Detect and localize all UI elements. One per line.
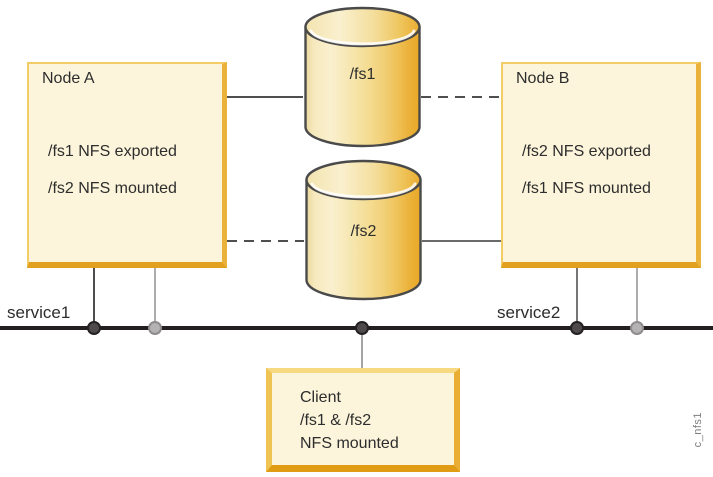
figure-caption: c_nfs1	[692, 412, 704, 448]
fs1-disk-label: /fs1	[349, 66, 376, 83]
node-a-title: Node A	[42, 70, 95, 87]
service1-label: service1	[7, 303, 71, 322]
node-b-bus-link-2	[636, 268, 638, 326]
fs2-disk-label: /fs2	[350, 223, 377, 240]
node-a-mount-text: /fs2 NFS mounted	[48, 180, 177, 197]
node-a-export-text: /fs1 NFS exported	[48, 143, 177, 160]
connector-fs1-node-b-dashed	[421, 96, 501, 98]
node-a-box: Node A /fs1 NFS exported /fs2 NFS mounte…	[27, 62, 227, 268]
bus-dot-node-b-1	[570, 321, 584, 335]
client-mount-text: NFS mounted	[300, 435, 399, 452]
node-a-bus-link-1	[93, 268, 95, 326]
client-text: Client /fs1 & /fs2 NFS mounted	[300, 386, 399, 455]
bus-dot-client	[355, 321, 369, 335]
node-b-mount-text: /fs1 NFS mounted	[522, 180, 651, 197]
service2-label: service2	[497, 303, 561, 322]
client-box: Client /fs1 & /fs2 NFS mounted	[266, 368, 460, 472]
connector-node-a-fs2-dashed	[227, 240, 304, 242]
node-b-bus-link-1	[576, 268, 578, 326]
bus-dot-node-a-2	[148, 321, 162, 335]
node-b-export-text: /fs2 NFS exported	[522, 143, 651, 160]
node-b-box: Node B /fs2 NFS exported /fs1 NFS mounte…	[501, 62, 701, 268]
fs2-disk-cylinder-icon	[305, 159, 422, 301]
client-bus-link	[361, 330, 363, 368]
client-title: Client	[300, 389, 341, 406]
node-a-bus-link-2	[154, 268, 156, 326]
connector-fs2-node-b-solid	[422, 240, 501, 242]
client-fs-text: /fs1 & /fs2	[300, 412, 372, 429]
node-b-title: Node B	[516, 70, 570, 87]
bus-dot-node-a-1	[87, 321, 101, 335]
fs1-disk-cylinder-icon	[304, 6, 421, 148]
connector-node-a-fs1-solid	[227, 96, 303, 98]
bus-dot-node-b-2	[630, 321, 644, 335]
